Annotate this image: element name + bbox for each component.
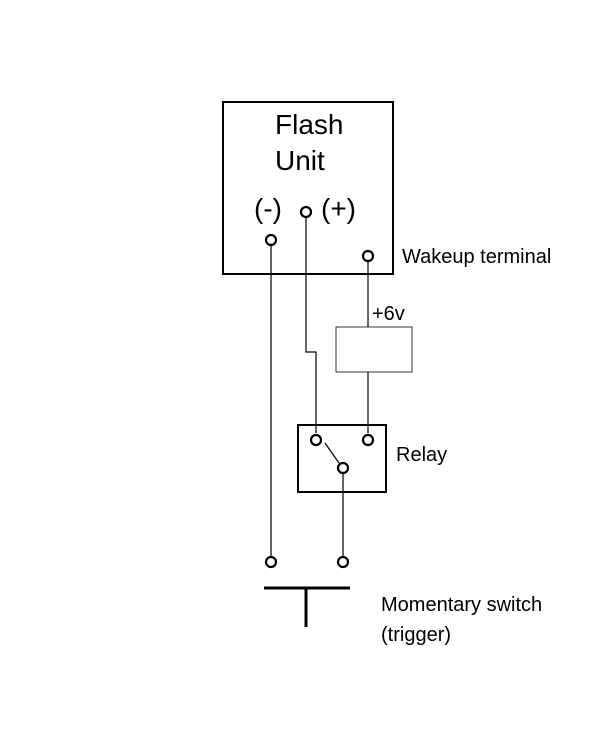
- wakeup-terminal-label: Wakeup terminal: [402, 246, 551, 268]
- positive-wire: [305, 218, 317, 433]
- switch-label-line2: (trigger): [381, 624, 451, 646]
- flash-unit-title-line2: Unit: [275, 145, 325, 176]
- relay-terminal-right: [361, 433, 375, 447]
- battery-label: +6v: [372, 303, 405, 325]
- wakeup-terminal: [361, 249, 375, 263]
- flash-unit-box: [222, 101, 394, 275]
- flash-unit-title-line1: Flash: [275, 109, 343, 140]
- positive-terminal: [299, 205, 313, 219]
- relay-common-terminal: [336, 461, 350, 475]
- negative-terminal-label: (-): [254, 193, 282, 224]
- switch-terminal-left: [264, 555, 278, 569]
- positive-terminal-label: (+): [321, 193, 356, 224]
- switch-terminal-right: [336, 555, 350, 569]
- relay-box: [297, 424, 387, 493]
- battery-box: [335, 326, 413, 373]
- relay-label: Relay: [396, 444, 447, 466]
- negative-terminal: [264, 233, 278, 247]
- relay-switch-arm: [324, 442, 340, 464]
- relay-terminal-left: [309, 433, 323, 447]
- switch-label-line1: Momentary switch: [381, 594, 542, 616]
